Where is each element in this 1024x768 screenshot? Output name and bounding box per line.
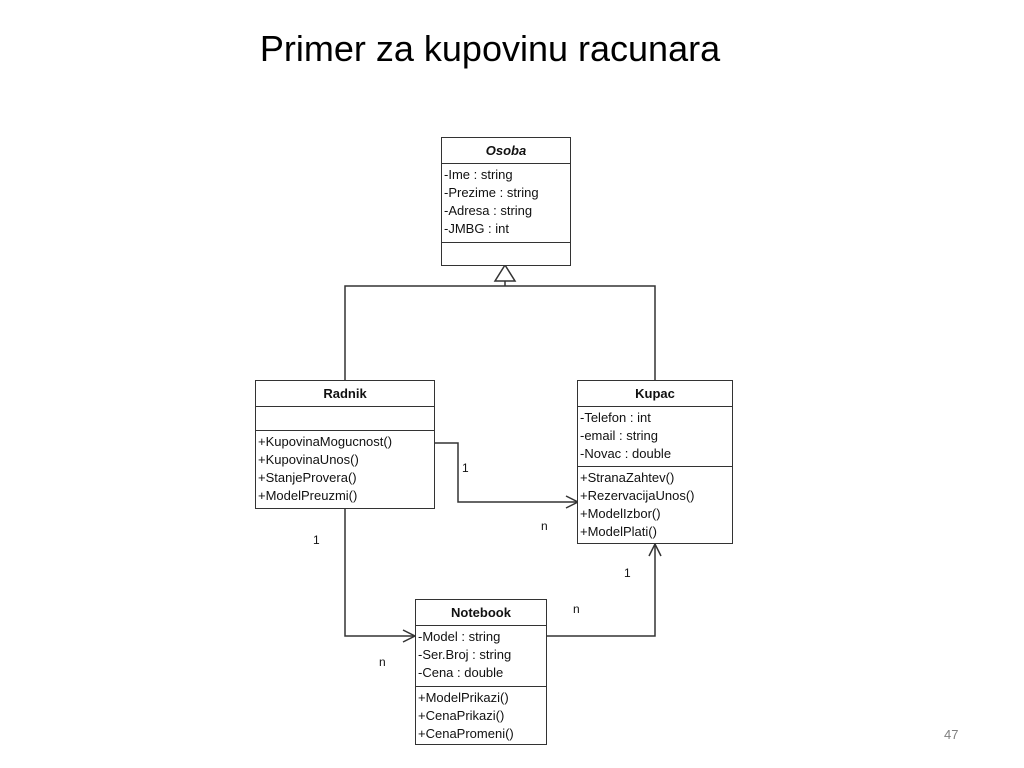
association-radnik-notebook — [344, 508, 415, 637]
class-kupac-attributes: -Telefon : int -email : string -Novac : … — [578, 407, 732, 467]
class-kupac-name: Kupac — [578, 381, 732, 407]
class-kupac[interactable]: Kupac -Telefon : int -email : string -No… — [577, 380, 733, 544]
attribute: -Model : string — [418, 629, 501, 644]
method: +ModelPreuzmi() — [258, 488, 358, 503]
method: +KupovinaUnos() — [258, 452, 359, 467]
attribute: -Telefon : int — [580, 410, 651, 425]
class-osoba-attributes: -Ime : string -Prezime : string -Adresa … — [442, 164, 570, 243]
page-number: 47 — [944, 727, 959, 742]
attribute: -email : string — [580, 428, 659, 443]
attribute: -Ser.Broj : string — [418, 647, 512, 662]
class-notebook-name: Notebook — [416, 600, 546, 626]
multiplicity-notebook-kupac-target: 1 — [624, 566, 631, 580]
generalization-line — [344, 285, 656, 380]
method: +CenaPromeni() — [418, 726, 514, 741]
method: +StanjeProvera() — [258, 470, 357, 485]
class-kupac-methods: +StranaZahtev() +RezervacijaUnos() +Mode… — [578, 467, 732, 543]
method: +ModelPlati() — [580, 524, 657, 539]
multiplicity-radnik-notebook-target: n — [379, 655, 386, 669]
attribute: -JMBG : int — [444, 221, 510, 236]
arrowhead-notebook-kupac — [648, 542, 662, 557]
class-radnik-attributes — [256, 407, 434, 431]
class-osoba-name: Osoba — [442, 138, 570, 164]
attribute: -Prezime : string — [444, 185, 539, 200]
attribute: -Novac : double — [580, 446, 672, 461]
method: +ModelPrikazi() — [418, 690, 509, 705]
multiplicity-notebook-kupac-source: n — [573, 602, 580, 616]
class-radnik-methods: +KupovinaMogucnost() +KupovinaUnos() +St… — [256, 431, 434, 507]
method: +RezervacijaUnos() — [580, 488, 695, 503]
class-notebook[interactable]: Notebook -Model : string -Ser.Broj : str… — [415, 599, 547, 745]
class-radnik[interactable]: Radnik +KupovinaMogucnost() +KupovinaUno… — [255, 380, 435, 509]
method: +ModelIzbor() — [580, 506, 661, 521]
class-radnik-name: Radnik — [256, 381, 434, 407]
method: +CenaPrikazi() — [418, 708, 505, 723]
multiplicity-radnik-notebook-source: 1 — [313, 533, 320, 547]
association-radnik-kupac — [435, 442, 578, 503]
multiplicity-radnik-kupac-target: n — [541, 519, 548, 533]
class-osoba-methods — [442, 243, 570, 247]
attribute: -Ime : string — [444, 167, 513, 182]
slide-title: Primer za kupovinu racunara — [259, 28, 721, 69]
generalization-arrowhead — [493, 263, 517, 282]
class-notebook-methods: +ModelPrikazi() +CenaPrikazi() +CenaProm… — [416, 687, 546, 745]
class-notebook-attributes: -Model : string -Ser.Broj : string -Cena… — [416, 626, 546, 687]
attribute: -Adresa : string — [444, 203, 533, 218]
method: +KupovinaMogucnost() — [258, 434, 393, 449]
association-notebook-kupac — [547, 544, 656, 637]
multiplicity-radnik-kupac-source: 1 — [462, 461, 469, 475]
class-osoba[interactable]: Osoba -Ime : string -Prezime : string -A… — [441, 137, 571, 266]
attribute: -Cena : double — [418, 665, 504, 680]
method: +StranaZahtev() — [580, 470, 675, 485]
